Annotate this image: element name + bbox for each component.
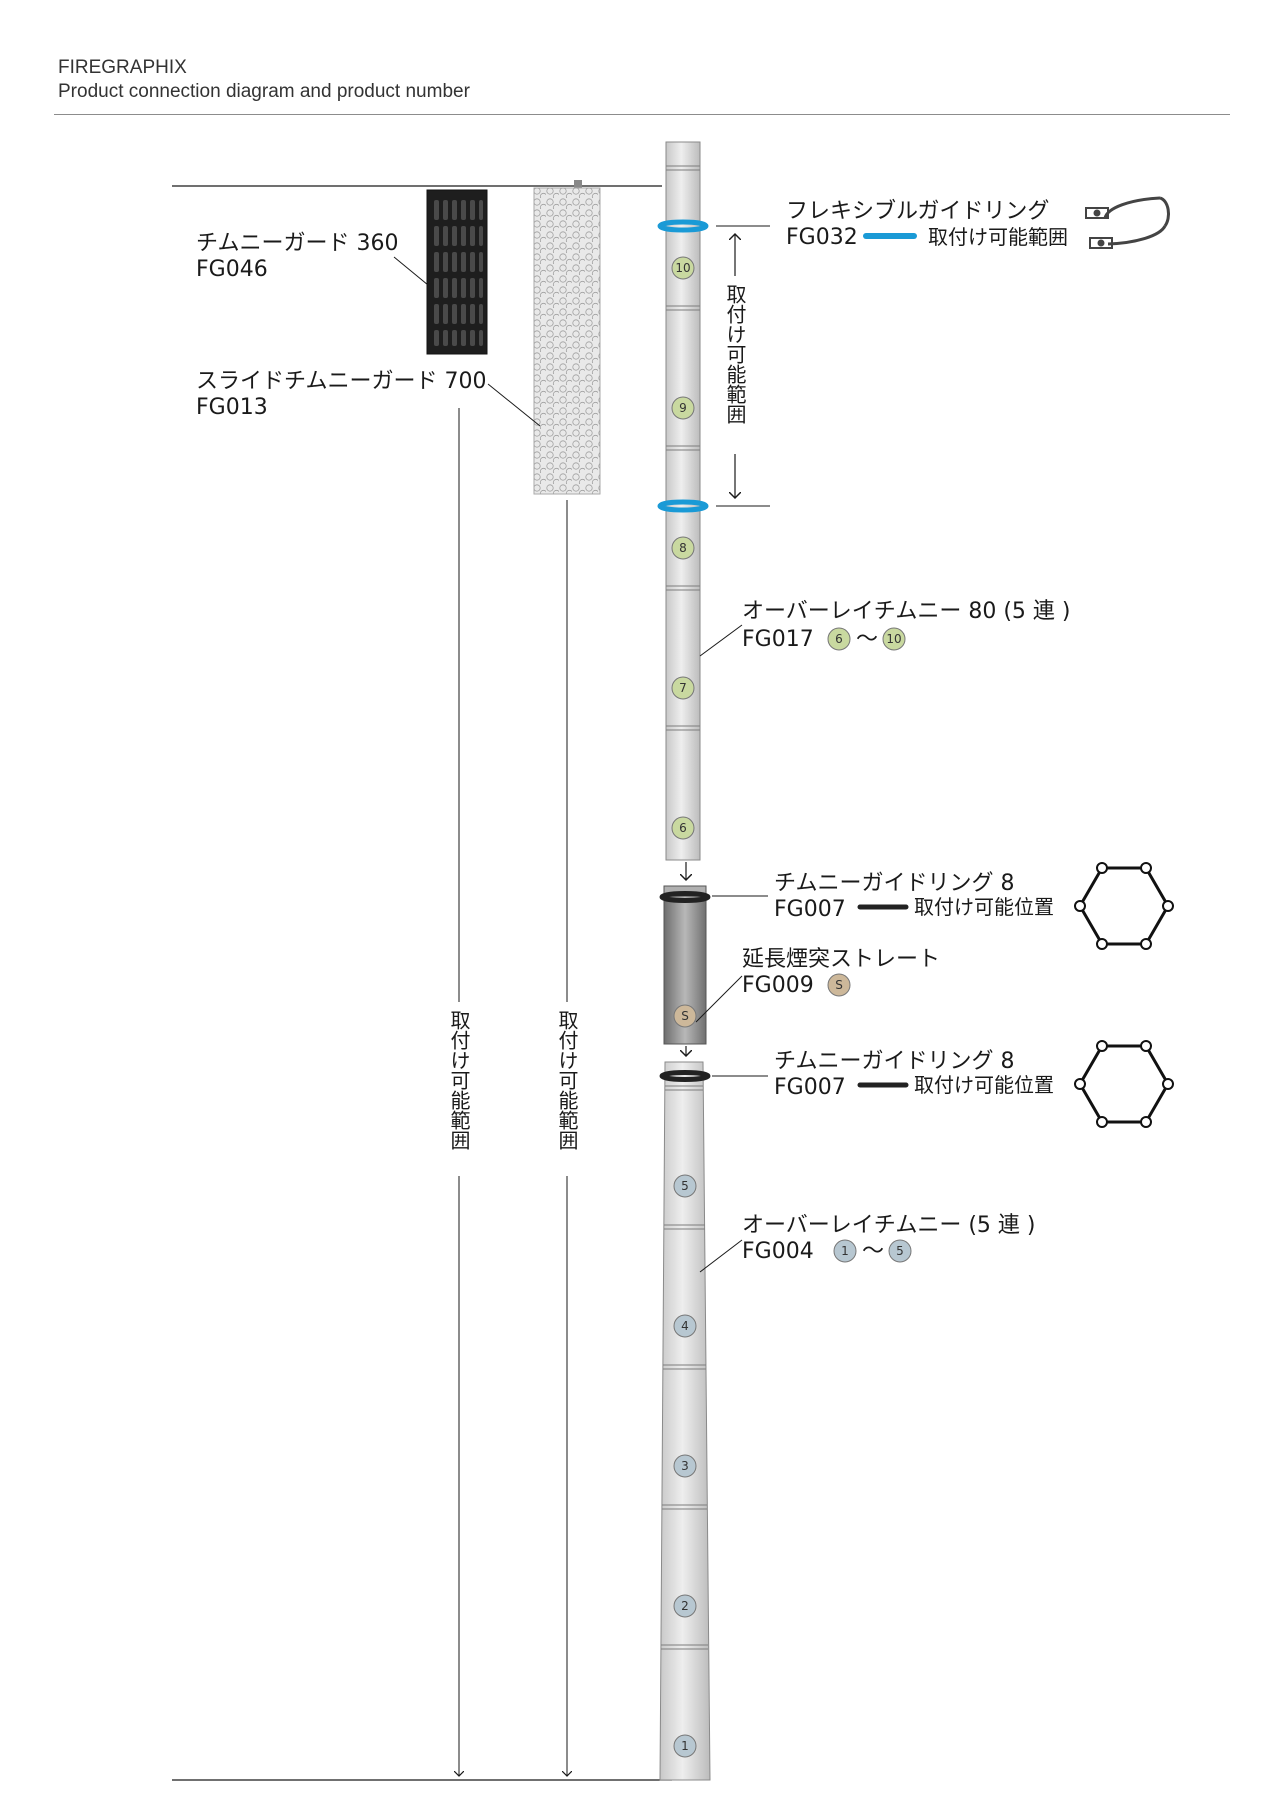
guide-ring-bottom xyxy=(659,1070,711,1082)
svg-text:S: S xyxy=(681,1009,689,1023)
chimney-guard-360 xyxy=(426,189,488,355)
overlay80-tilde: 〜 xyxy=(856,627,878,652)
svg-text:3: 3 xyxy=(681,1459,689,1473)
page-header: FIREGRAPHIX Product connection diagram a… xyxy=(58,56,470,104)
overlay80-code: FG017 xyxy=(742,627,814,652)
s-badge: S xyxy=(673,1004,697,1028)
slide-guard-code: FG013 xyxy=(196,395,268,420)
segment-badge: 10 xyxy=(671,256,695,280)
segment-badge: 2 xyxy=(673,1594,697,1618)
segment-badge: 4 xyxy=(673,1314,697,1338)
overlay-to-badge: 5 xyxy=(888,1239,912,1263)
flexible-guide-ring-icon xyxy=(1085,196,1171,249)
overlay-from-badge: 1 xyxy=(833,1239,857,1263)
svg-text:5: 5 xyxy=(681,1179,689,1193)
svg-text:10: 10 xyxy=(675,261,690,275)
slide-chimney-guard-700 xyxy=(533,180,601,495)
overlay-name: オーバーレイチムニー (5 連 ) xyxy=(742,1213,1035,1238)
overlay-chimney xyxy=(659,1061,711,1781)
overlay80-to-badge: 10 xyxy=(882,627,906,651)
ext-code: FG009 xyxy=(742,973,814,998)
svg-text:4: 4 xyxy=(681,1319,689,1333)
segment-badge: 9 xyxy=(671,396,695,420)
overlay80-name: オーバーレイチムニー 80 (5 連 ) xyxy=(742,599,1070,624)
segment-badge: 1 xyxy=(673,1734,697,1758)
overlay80-from-badge: 6 xyxy=(827,627,851,651)
ring-bot-pos-text: 取付け可能位置 xyxy=(914,1073,1054,1097)
svg-text:8: 8 xyxy=(679,541,687,555)
range-label-mid: 取付け可能範囲 xyxy=(555,1010,579,1150)
svg-text:6: 6 xyxy=(835,632,843,646)
flex-ring-range-text: 取付け可能範囲 xyxy=(928,225,1068,249)
flex-ring-bottom xyxy=(657,499,709,513)
svg-text:7: 7 xyxy=(679,681,687,695)
svg-text:2: 2 xyxy=(681,1599,689,1613)
guide-ring-icon xyxy=(1074,862,1174,950)
segment-badge: 6 xyxy=(671,816,695,840)
leader-line xyxy=(699,1239,743,1273)
page-subtitle: Product connection diagram and product n… xyxy=(58,81,470,102)
flex-ring-name: フレキシブルガイドリング xyxy=(786,199,1049,224)
leader-line xyxy=(393,256,429,286)
segment-badge: 7 xyxy=(671,676,695,700)
brand-name: FIREGRAPHIX xyxy=(58,57,187,78)
ext-name: 延長煙突ストレート xyxy=(742,947,940,972)
ring-top-name: チムニーガイドリング 8 xyxy=(774,871,1015,896)
leader-line xyxy=(699,624,743,657)
ring-top-pos-text: 取付け可能位置 xyxy=(914,895,1054,919)
ext-badge: S xyxy=(827,973,851,997)
guide-ring-icon xyxy=(1074,1040,1174,1128)
svg-text:6: 6 xyxy=(679,821,687,835)
svg-text:S: S xyxy=(835,978,843,992)
svg-text:9: 9 xyxy=(679,401,687,415)
flex-ring-top xyxy=(657,219,709,233)
ring-bot-code: FG007 xyxy=(774,1075,846,1100)
guard360-code: FG046 xyxy=(196,257,268,282)
guard360-name: チムニーガード 360 xyxy=(196,231,399,256)
slide-guard-name: スライドチムニーガード 700 xyxy=(196,369,487,394)
leader-line xyxy=(487,383,541,427)
range-label-left: 取付け可能範囲 xyxy=(447,1010,471,1150)
ring-top-code: FG007 xyxy=(774,897,846,922)
header-divider xyxy=(54,114,1230,115)
flex-ring-code: FG032 xyxy=(786,225,858,250)
ring-bot-name: チムニーガイドリング 8 xyxy=(774,1049,1015,1074)
leader-line xyxy=(695,975,743,1023)
svg-text:10: 10 xyxy=(886,632,901,646)
overlay-tilde: 〜 xyxy=(862,1239,884,1264)
segment-badge: 8 xyxy=(671,536,695,560)
svg-text:1: 1 xyxy=(681,1739,689,1753)
segment-badge: 5 xyxy=(673,1174,697,1198)
svg-text:1: 1 xyxy=(841,1244,849,1258)
flex-vertical-range-label: 取付け可能範囲 xyxy=(723,284,747,424)
guide-ring-top xyxy=(659,891,711,903)
overlay-code: FG004 xyxy=(742,1239,814,1264)
svg-text:5: 5 xyxy=(896,1244,904,1258)
segment-badge: 3 xyxy=(673,1454,697,1478)
